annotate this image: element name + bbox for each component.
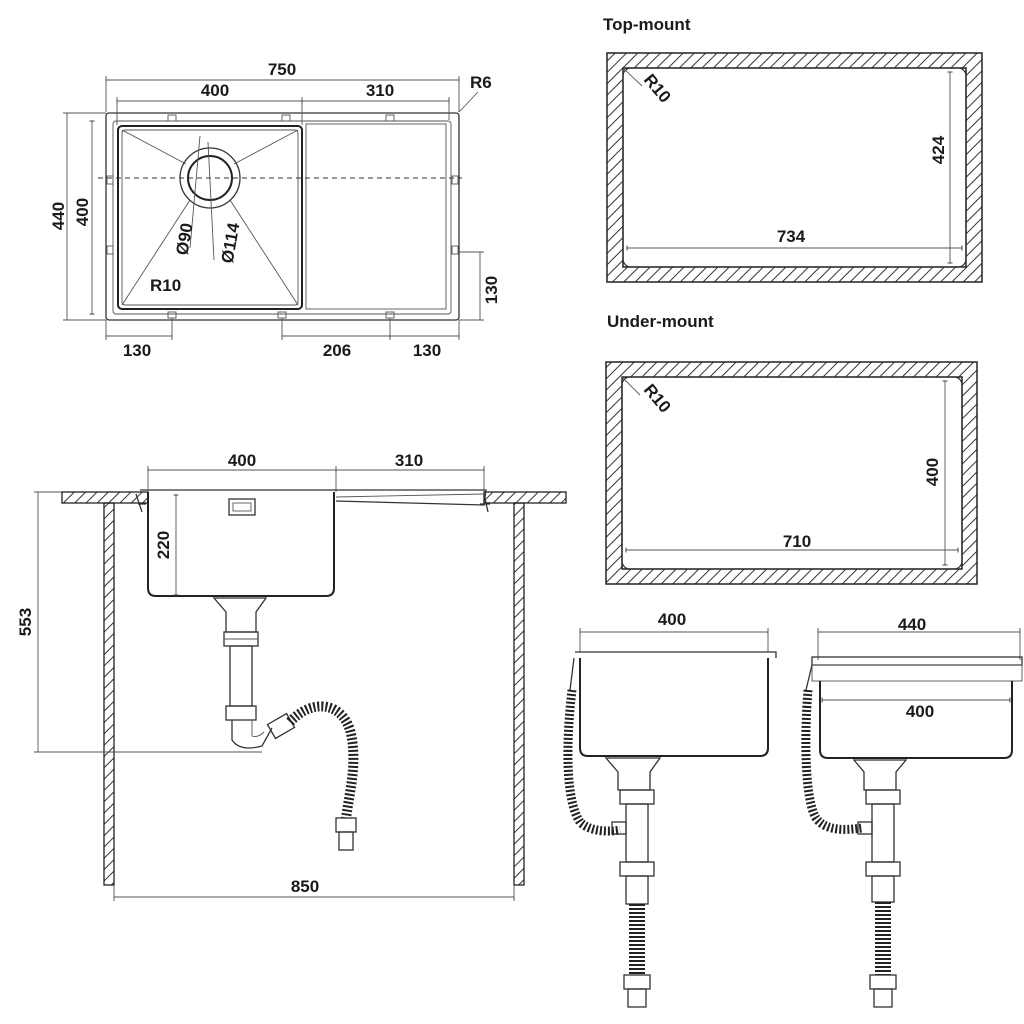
dim-outer-radius: R6 — [470, 73, 492, 92]
dim-waste-outer: Ø114 — [218, 221, 244, 265]
dim-clip-left: 130 — [123, 341, 151, 360]
countertop-left — [61, 491, 149, 504]
side-view-top-mount: 440 400 — [801, 615, 1023, 1008]
dim-clip-side: 130 — [482, 276, 501, 304]
dim-total-height: 553 — [16, 608, 35, 636]
top-view: 750 400 310 R6 440 400 Ø90 Ø114 R10 130 … — [49, 60, 501, 360]
trap — [231, 720, 273, 749]
dim-clip-mid: 206 — [323, 341, 351, 360]
top-mount-cutout: Top-mount R10 734 424 — [603, 15, 983, 283]
bowl-outline — [117, 125, 303, 310]
side-view-under-mount: 400 — [563, 610, 777, 1008]
top-mount-width: 734 — [777, 227, 806, 246]
under-mount-width: 710 — [783, 532, 811, 551]
dim-front-bowl-width: 400 — [228, 451, 256, 470]
under-mount-cutout: Under-mount R10 710 400 — [605, 312, 978, 585]
top-mount-heading: Top-mount — [603, 15, 691, 34]
front-view: 400 310 220 553 850 — [16, 451, 567, 901]
cabinet-wall-left — [103, 502, 115, 886]
dim-bowl-depth: 400 — [73, 198, 92, 226]
dim-overall-width: 750 — [268, 60, 296, 79]
top-mount-radius: R10 — [640, 70, 675, 106]
dim-side-under-bowl: 400 — [658, 610, 686, 629]
dim-bowl-radius: R10 — [150, 276, 181, 295]
drainboard-outline — [305, 123, 447, 310]
dim-front-drainboard: 310 — [395, 451, 423, 470]
under-mount-radius: R10 — [640, 380, 675, 416]
dim-overall-depth: 440 — [49, 202, 68, 230]
dim-bowl-height: 220 — [154, 531, 173, 559]
mounting-clips — [106, 114, 459, 319]
bowl-inner — [121, 129, 299, 306]
overflow-slot — [228, 498, 256, 516]
drain-body — [212, 597, 268, 633]
top-mount-depth: 424 — [929, 135, 948, 164]
dim-cabinet-width: 850 — [291, 877, 319, 896]
dim-side-bowl-depth: 400 — [906, 702, 934, 721]
dim-waste-inner: Ø90 — [172, 222, 196, 257]
dim-side-overall-depth: 440 — [898, 615, 926, 634]
under-mount-depth: 400 — [923, 458, 942, 486]
dim-clip-right: 130 — [413, 341, 441, 360]
countertop-right — [483, 491, 567, 504]
cabinet-wall-right — [513, 502, 525, 886]
flex-hose — [286, 701, 359, 819]
dim-drainboard-width: 310 — [366, 81, 394, 100]
under-mount-heading: Under-mount — [607, 312, 714, 331]
dim-bowl-width: 400 — [201, 81, 229, 100]
sink-outline — [105, 112, 460, 321]
front-bowl — [147, 492, 335, 597]
